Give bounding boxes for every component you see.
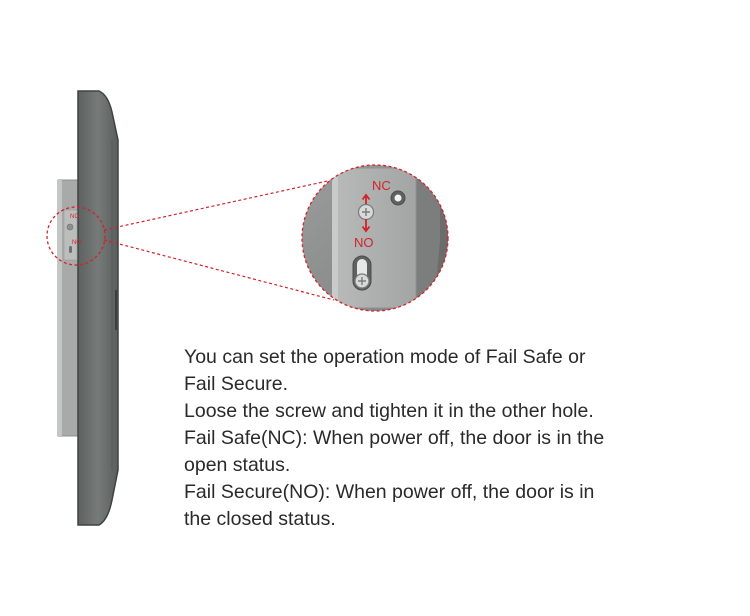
nc-label: NC [372, 178, 391, 193]
device-body [77, 90, 119, 526]
leader-line-top [103, 179, 333, 231]
description-line: the closed status. [184, 508, 336, 530]
zoom-detail: NC NO [301, 164, 449, 312]
description-line: You can set the operation mode of Fail S… [184, 346, 586, 368]
description-line: Fail Safe(NC): When power off, the door … [184, 427, 605, 449]
description-line: open status. [184, 454, 291, 476]
no-label: NO [354, 235, 374, 250]
description-line: Fail Secure. [184, 373, 289, 395]
description-text: You can set the operation mode of Fail S… [184, 344, 704, 533]
lock-device-side-view: NC NO [46, 90, 119, 526]
description-line: Fail Secure(NO): When power off, the doo… [184, 481, 595, 503]
description-line: Loose the screw and tighten it in the ot… [184, 400, 594, 422]
leader-line-bottom [103, 239, 335, 301]
small-plate [63, 209, 78, 261]
screw-icon [357, 203, 375, 221]
small-nc-label: NC [70, 214, 79, 220]
highlight-circle [46, 206, 106, 266]
no-slot [352, 255, 372, 291]
zoom-circle-border [301, 164, 449, 312]
arrow-down-icon [361, 219, 371, 233]
small-no-label: NO [72, 240, 81, 246]
